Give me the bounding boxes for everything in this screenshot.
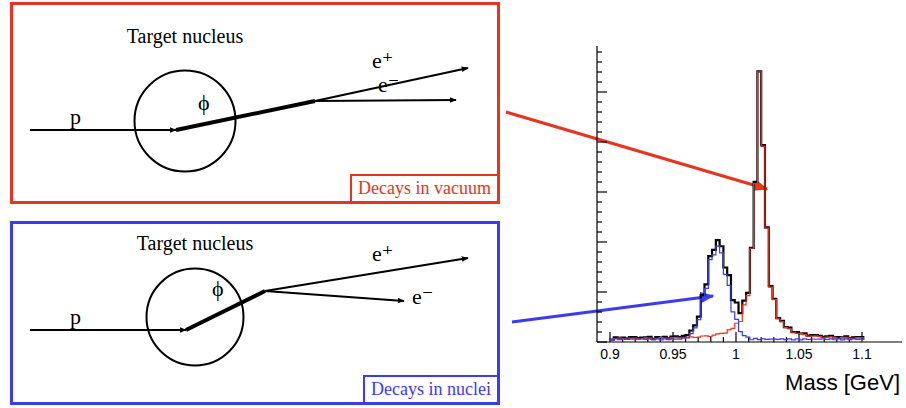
tick-label: 1: [732, 347, 740, 361]
nucleus-label: Target nucleus: [137, 232, 254, 255]
histogram: [610, 71, 863, 340]
circle-outline: [145, 267, 245, 367]
particle-label: e⁺: [372, 243, 393, 265]
nucleus-circle: Target nucleus: [133, 69, 237, 173]
particle-label: ϕ: [198, 92, 210, 114]
tick-label: 1.05: [785, 347, 812, 361]
tick-label: 1.1: [852, 347, 871, 361]
panel-caption: Decays in vacuum: [350, 174, 497, 201]
tick-label: 0.95: [659, 347, 686, 361]
panel-caption: Decays in nuclei: [363, 375, 497, 402]
panel-box: Decays in nuclei Target nucleus: [10, 221, 500, 405]
nucleus-circle: Target nucleus: [145, 267, 245, 367]
particle-label: e⁺: [372, 50, 393, 72]
particle-label: p: [70, 306, 81, 328]
panel-box: Decays in vacuum Target nucleus: [10, 2, 500, 204]
chart-axes: [597, 46, 902, 342]
nucleus-label: Target nucleus: [127, 25, 244, 48]
leader-arrow: [506, 112, 767, 189]
tick-label: 0.9: [600, 347, 619, 361]
leader-arrow: [512, 296, 713, 322]
particle-label: e⁻: [378, 74, 399, 96]
circle-outline: [133, 69, 237, 173]
particle-label: ϕ: [212, 278, 224, 300]
particle-label: e⁻: [412, 286, 433, 308]
axis-title: Mass [GeV]: [785, 372, 900, 394]
particle-label: p: [70, 106, 81, 128]
